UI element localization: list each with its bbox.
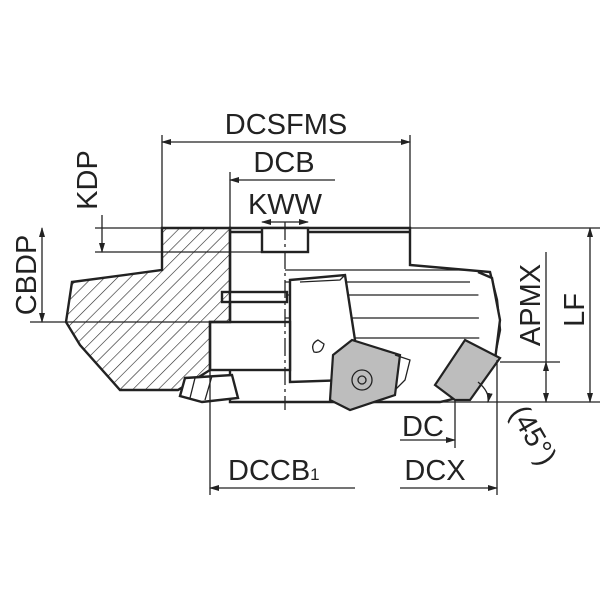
insert-right bbox=[433, 338, 502, 402]
label-cbdp: CBDP bbox=[11, 235, 43, 316]
insert-center bbox=[328, 338, 411, 412]
label-dcsfms: DCSFMS bbox=[225, 109, 347, 141]
label-dcx: DCX bbox=[404, 455, 465, 487]
label-kdp: KDP bbox=[72, 150, 104, 210]
label-angle: (45°) bbox=[503, 400, 562, 471]
label-lf: LF bbox=[559, 293, 591, 327]
dimension-lines bbox=[39, 139, 593, 491]
label-dc: DC bbox=[402, 411, 444, 443]
section-hatch bbox=[64, 226, 232, 392]
label-apmx: APMX bbox=[515, 264, 547, 346]
label-kww: KWW bbox=[248, 189, 323, 221]
label-dcb: DCB bbox=[253, 147, 314, 179]
label-dccb: DCCB1 bbox=[228, 455, 320, 487]
